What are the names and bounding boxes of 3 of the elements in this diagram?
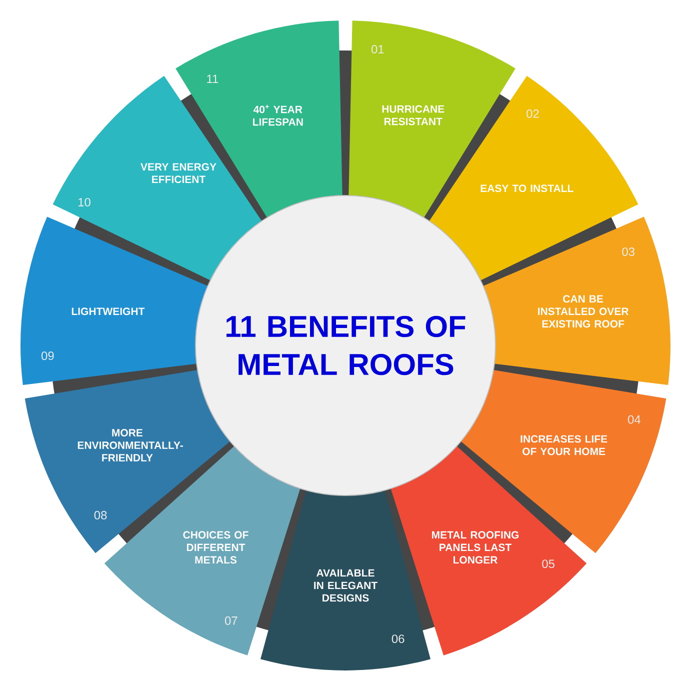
ring-segment: AVAILABLE IN ELEGANT DESIGNS 06 [260, 490, 430, 670]
ring-segment: CAN BE INSTALLED OVER EXISTING ROOF 03 [483, 216, 670, 385]
ring-segment: LIGHTWEIGHT 09 [20, 216, 208, 385]
